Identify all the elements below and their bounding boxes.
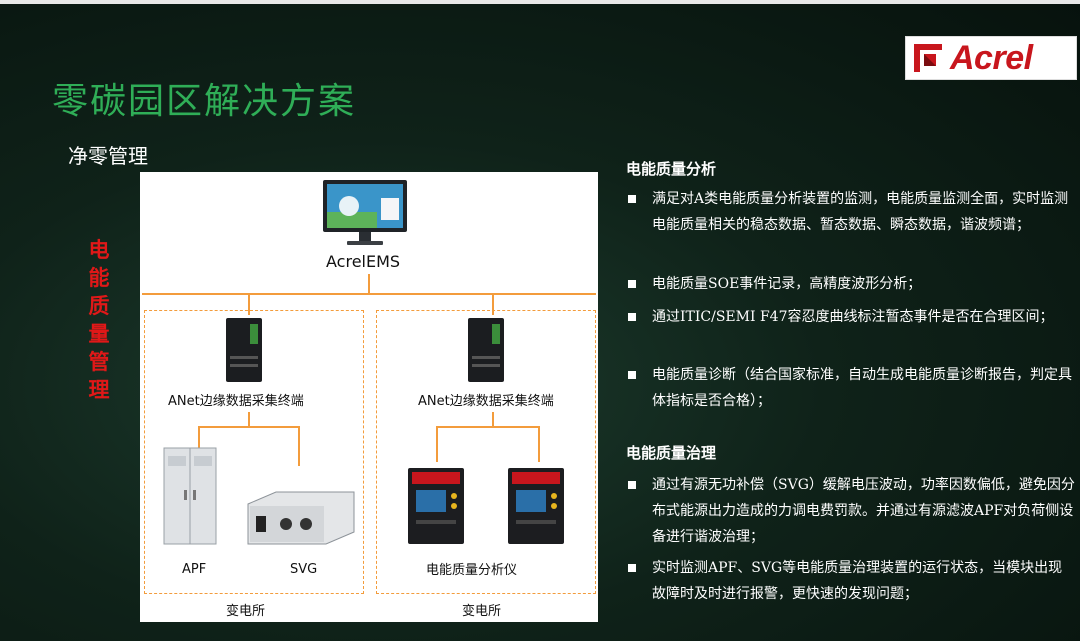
- vertical-label: 电 能 质 量 管 理: [86, 236, 112, 404]
- bullet-item: 电能质量诊断（结合国家标准，自动生成电能质量诊断报告，判定具体指标是否合格）；: [626, 362, 1076, 414]
- bullet-square-icon: [628, 564, 636, 572]
- vertical-char: 质: [88, 293, 110, 318]
- top-system-label: AcrelEMS: [326, 252, 401, 271]
- bullet-item: 满足对A类电能质量分析装置的监测，电能质量监测全面，实时监测电能质量相关的稳态数…: [626, 186, 1076, 238]
- bullet-square-icon: [628, 280, 636, 288]
- connector-line: [198, 426, 300, 428]
- top-bar: [0, 0, 1080, 4]
- apf-label: APF: [182, 562, 207, 577]
- vertical-char: 电: [88, 237, 110, 262]
- substation-group-right: [376, 310, 596, 594]
- vertical-char: 理: [88, 377, 110, 402]
- connector-line: [198, 426, 200, 450]
- vertical-char: 能: [88, 265, 110, 290]
- power-quality-analyzer-icon: [408, 468, 464, 544]
- bullet-square-icon: [628, 371, 636, 379]
- svg-device-icon: [247, 491, 355, 545]
- bullet-square-icon: [628, 313, 636, 321]
- connector-line: [368, 274, 370, 294]
- connector-line: [142, 293, 596, 295]
- apf-cabinet-icon: [163, 447, 217, 545]
- bullet-item: 实时监测APF、SVG等电能质量治理装置的运行状态，当模块出现故障时及时进行报警…: [626, 555, 1076, 607]
- substation-group-left: [144, 310, 364, 594]
- bullet-square-icon: [628, 481, 636, 489]
- acrel-logo-icon: [914, 44, 942, 72]
- terminal-label-left: ANet边缘数据采集终端: [168, 394, 304, 409]
- connector-line: [298, 426, 300, 466]
- section-heading-analysis: 电能质量分析: [626, 160, 717, 178]
- architecture-diagram: AcrelEMS ANet边缘数据采集终端 ANet边缘数据采集终端 A: [140, 172, 598, 622]
- bullet-square-icon: [628, 195, 636, 203]
- connector-line: [492, 412, 494, 427]
- power-quality-analyzer-icon: [508, 468, 564, 544]
- connector-line: [248, 293, 250, 315]
- connector-line: [538, 426, 540, 462]
- bullet-item: 通过ITIC/SEMI F47容忍度曲线标注暂态事件是否在合理区间；: [626, 304, 1076, 330]
- connector-line: [248, 412, 250, 427]
- vertical-char: 量: [88, 321, 110, 346]
- bullet-item: 电能质量SOE事件记录，高精度波形分析；: [626, 271, 1076, 297]
- page-subtitle: 净零管理: [68, 144, 148, 168]
- edge-terminal-icon: [468, 318, 504, 382]
- section-heading-governance: 电能质量治理: [626, 444, 717, 462]
- bullet-item: 通过有源无功补偿（SVG）缓解电压波动，功率因数偏低，避免因分布式能源出力造成的…: [626, 472, 1076, 550]
- monitor-icon: [323, 180, 407, 245]
- station-label-right: 变电所: [462, 604, 502, 619]
- connector-line: [492, 293, 494, 315]
- edge-terminal-icon: [226, 318, 262, 382]
- analyzer-label: 电能质量分析仪: [426, 563, 518, 578]
- connector-line: [436, 426, 438, 462]
- acrel-logo: Acrel: [905, 36, 1077, 80]
- logo-text: Acrel: [950, 39, 1033, 77]
- terminal-label-right: ANet边缘数据采集终端: [418, 394, 554, 409]
- connector-line: [436, 426, 540, 428]
- page-title: 零碳园区解决方案: [52, 81, 357, 122]
- svg-label: SVG: [290, 562, 318, 577]
- station-label-left: 变电所: [226, 604, 266, 619]
- vertical-char: 管: [88, 349, 110, 374]
